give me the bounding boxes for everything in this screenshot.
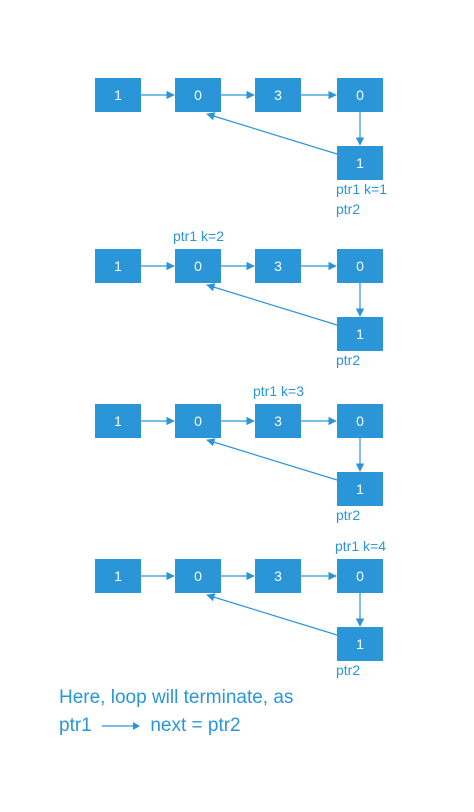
panel-3: 1 0 3 0 1 ptr1 k=3 ptr2 bbox=[95, 383, 383, 523]
node-value: 1 bbox=[356, 481, 364, 497]
node-box bbox=[255, 404, 301, 438]
node-box bbox=[255, 78, 301, 112]
node-value: 0 bbox=[194, 413, 202, 429]
list-node: 1 bbox=[95, 249, 141, 283]
node-box bbox=[337, 472, 383, 506]
node-box bbox=[95, 559, 141, 593]
node-value: 1 bbox=[114, 413, 122, 429]
node-value: 0 bbox=[356, 87, 364, 103]
node-box bbox=[337, 404, 383, 438]
list-node: 0 bbox=[175, 249, 221, 283]
node-value: 0 bbox=[194, 568, 202, 584]
node-value: 0 bbox=[356, 258, 364, 274]
pointer-label: ptr2 bbox=[336, 507, 360, 523]
pointer-label: ptr1 k=4 bbox=[335, 538, 386, 554]
node-box bbox=[175, 559, 221, 593]
list-node: 1 bbox=[95, 559, 141, 593]
caption-next-ptr2: next = ptr2 bbox=[150, 715, 241, 736]
node-value: 1 bbox=[356, 326, 364, 342]
node-value: 3 bbox=[274, 413, 282, 429]
caption: Here, loop will terminate, as ptr1 next … bbox=[59, 684, 459, 740]
node-box bbox=[337, 317, 383, 351]
node-box bbox=[175, 78, 221, 112]
caption-ptr1: ptr1 bbox=[59, 715, 92, 736]
panel-1: 1 0 3 0 1 ptr1 k=1 ptr2 bbox=[95, 78, 387, 217]
node-box bbox=[95, 249, 141, 283]
node-value: 1 bbox=[114, 568, 122, 584]
node-value: 3 bbox=[274, 258, 282, 274]
node-value: 0 bbox=[194, 87, 202, 103]
node-value: 3 bbox=[274, 87, 282, 103]
list-node: 1 bbox=[337, 472, 383, 506]
list-node: 3 bbox=[255, 404, 301, 438]
node-value: 1 bbox=[356, 155, 364, 171]
node-box bbox=[337, 627, 383, 661]
pointer-label: ptr1 k=1 bbox=[336, 181, 387, 197]
loop-back-arrow bbox=[206, 593, 338, 636]
pointer-label: ptr2 bbox=[336, 201, 360, 217]
loop-back-arrow bbox=[206, 438, 338, 481]
list-node: 0 bbox=[337, 78, 383, 112]
list-node: 1 bbox=[95, 404, 141, 438]
node-box bbox=[175, 404, 221, 438]
node-value: 1 bbox=[356, 636, 364, 652]
loop-back-arrow bbox=[206, 283, 338, 326]
list-node: 3 bbox=[255, 78, 301, 112]
pointer-label: ptr1 k=3 bbox=[253, 383, 304, 399]
pointer-label: ptr2 bbox=[336, 352, 360, 368]
node-value: 3 bbox=[274, 568, 282, 584]
caption-line-2: ptr1 next = ptr2 bbox=[59, 712, 459, 740]
node-box bbox=[337, 78, 383, 112]
list-node: 0 bbox=[175, 78, 221, 112]
list-node: 0 bbox=[337, 404, 383, 438]
list-node: 0 bbox=[175, 404, 221, 438]
list-node: 3 bbox=[255, 559, 301, 593]
node-value: 0 bbox=[356, 568, 364, 584]
node-box bbox=[337, 146, 383, 180]
pointer-label: ptr1 k=2 bbox=[173, 228, 224, 244]
node-value: 0 bbox=[194, 258, 202, 274]
node-value: 0 bbox=[356, 413, 364, 429]
list-node: 0 bbox=[337, 249, 383, 283]
node-box bbox=[337, 249, 383, 283]
list-node: 1 bbox=[95, 78, 141, 112]
list-node: 1 bbox=[337, 627, 383, 661]
right-arrow-icon bbox=[102, 721, 141, 730]
node-box bbox=[95, 78, 141, 112]
node-box bbox=[175, 249, 221, 283]
panel-2: 1 0 3 0 1 ptr1 k=2 ptr2 bbox=[95, 228, 383, 368]
panel-4: 1 0 3 0 1 ptr1 k=4 ptr2 bbox=[95, 538, 386, 678]
caption-line-1: Here, loop will terminate, as bbox=[59, 687, 294, 708]
list-node: 0 bbox=[337, 559, 383, 593]
list-node: 1 bbox=[337, 317, 383, 351]
node-box bbox=[95, 404, 141, 438]
pointer-label: ptr2 bbox=[336, 662, 360, 678]
node-box bbox=[255, 249, 301, 283]
loop-back-arrow bbox=[206, 112, 338, 155]
node-value: 1 bbox=[114, 258, 122, 274]
node-box bbox=[255, 559, 301, 593]
node-value: 1 bbox=[114, 87, 122, 103]
node-box bbox=[337, 559, 383, 593]
list-node: 0 bbox=[175, 559, 221, 593]
list-node: 1 bbox=[337, 146, 383, 180]
list-node: 3 bbox=[255, 249, 301, 283]
